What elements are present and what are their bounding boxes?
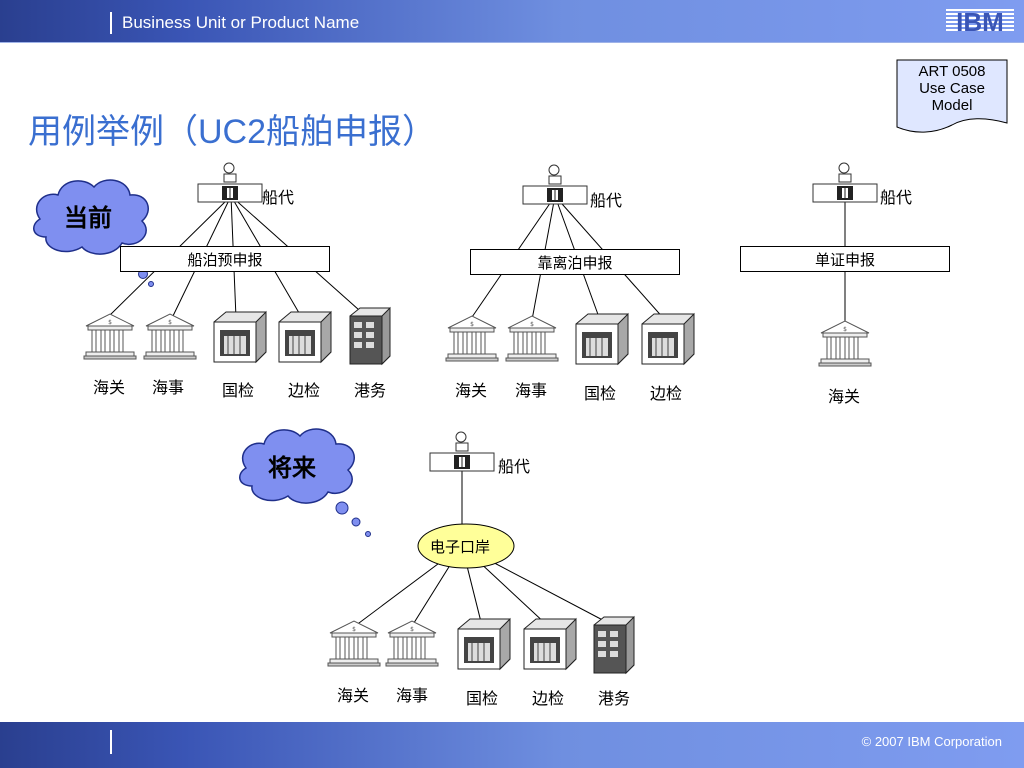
agency-label: 国检 [466,689,499,708]
actor-label-4: 船代 [498,457,531,476]
customs-bank-icon [83,313,137,360]
agency-label: 海事 [515,381,548,400]
page-title: 用例举例（UC2船舶申报） [28,104,436,153]
agency-label: 边检 [288,381,321,400]
inspection-building-icon [457,618,511,670]
agency-label: 国检 [222,381,255,400]
agency-label: 港务 [354,381,387,400]
use-case-box-2: 靠离泊申报 [470,249,680,275]
port-tower-icon [593,616,635,674]
border-building-icon [641,313,695,365]
business-unit-label: Business Unit or Product Name [122,13,360,32]
art-document-tag: ART 0508 Use Case Model [896,59,1008,135]
actor-label-1: 船代 [262,188,295,207]
port-tower-icon [349,307,391,365]
art-line-3: Model [931,97,973,114]
maritime-bank-icon [385,620,439,667]
border-building-icon [278,311,332,363]
agency-label: 国检 [584,384,617,403]
agency-label: 港务 [598,689,631,708]
inspection-building-icon [575,313,629,365]
art-line-1: ART 0508 [918,63,986,80]
title-suffix: 船舶申报） [266,112,437,152]
use-case-box-1: 船泊预申报 [120,246,330,272]
actor-icon-2 [522,164,588,205]
maritime-bank-icon [505,315,559,362]
agency-label: 海关 [828,387,861,406]
title-prefix: 用例举例（ [28,112,198,152]
title-code: UC2 [198,113,267,151]
header-separator [110,12,112,34]
ibm-logo: IBM [946,7,1014,36]
current-label: 当前 [64,204,112,232]
art-line-2: Use Case [919,80,985,97]
hub-oval [417,523,515,569]
actor-label-3: 船代 [880,188,913,207]
actor-label-2: 船代 [590,191,623,210]
agency-label: 海事 [396,686,429,705]
agency-label: 海事 [152,378,185,397]
document-shape [896,59,1008,133]
footer-bar: © 2007 IBM Corporation [0,722,1024,768]
agency-label: 海关 [93,378,126,397]
cloud-bubble [351,517,361,527]
cloud-bubble [335,501,349,515]
agency-label: 边检 [650,384,683,403]
header-bar: Business Unit or Product Name IBM [0,0,1024,43]
art-text: ART 0508 Use Case Model [896,63,1008,114]
cloud-bubble [365,531,371,537]
agency-label: 边检 [532,689,565,708]
border-building-icon [523,618,577,670]
inspection-building-icon [213,311,267,363]
actor-icon-1 [197,162,263,203]
customs-bank-icon [327,620,381,667]
cloud-bubble [148,281,154,287]
actor-icon-3 [812,162,878,203]
footer-separator [110,730,112,754]
svg-text:IBM: IBM [956,7,1004,36]
maritime-bank-icon [143,313,197,360]
future-label: 将来 [268,454,316,482]
hub-label: 电子口岸 [430,538,491,556]
actor-icon-4 [429,431,495,472]
customs-bank-icon [445,315,499,362]
agency-label: 海关 [337,686,370,705]
customs-bank-icon [818,320,872,367]
agency-label: 海关 [455,381,488,400]
copyright-text: © 2007 IBM Corporation [861,734,1002,749]
use-case-box-3: 单证申报 [740,246,950,272]
